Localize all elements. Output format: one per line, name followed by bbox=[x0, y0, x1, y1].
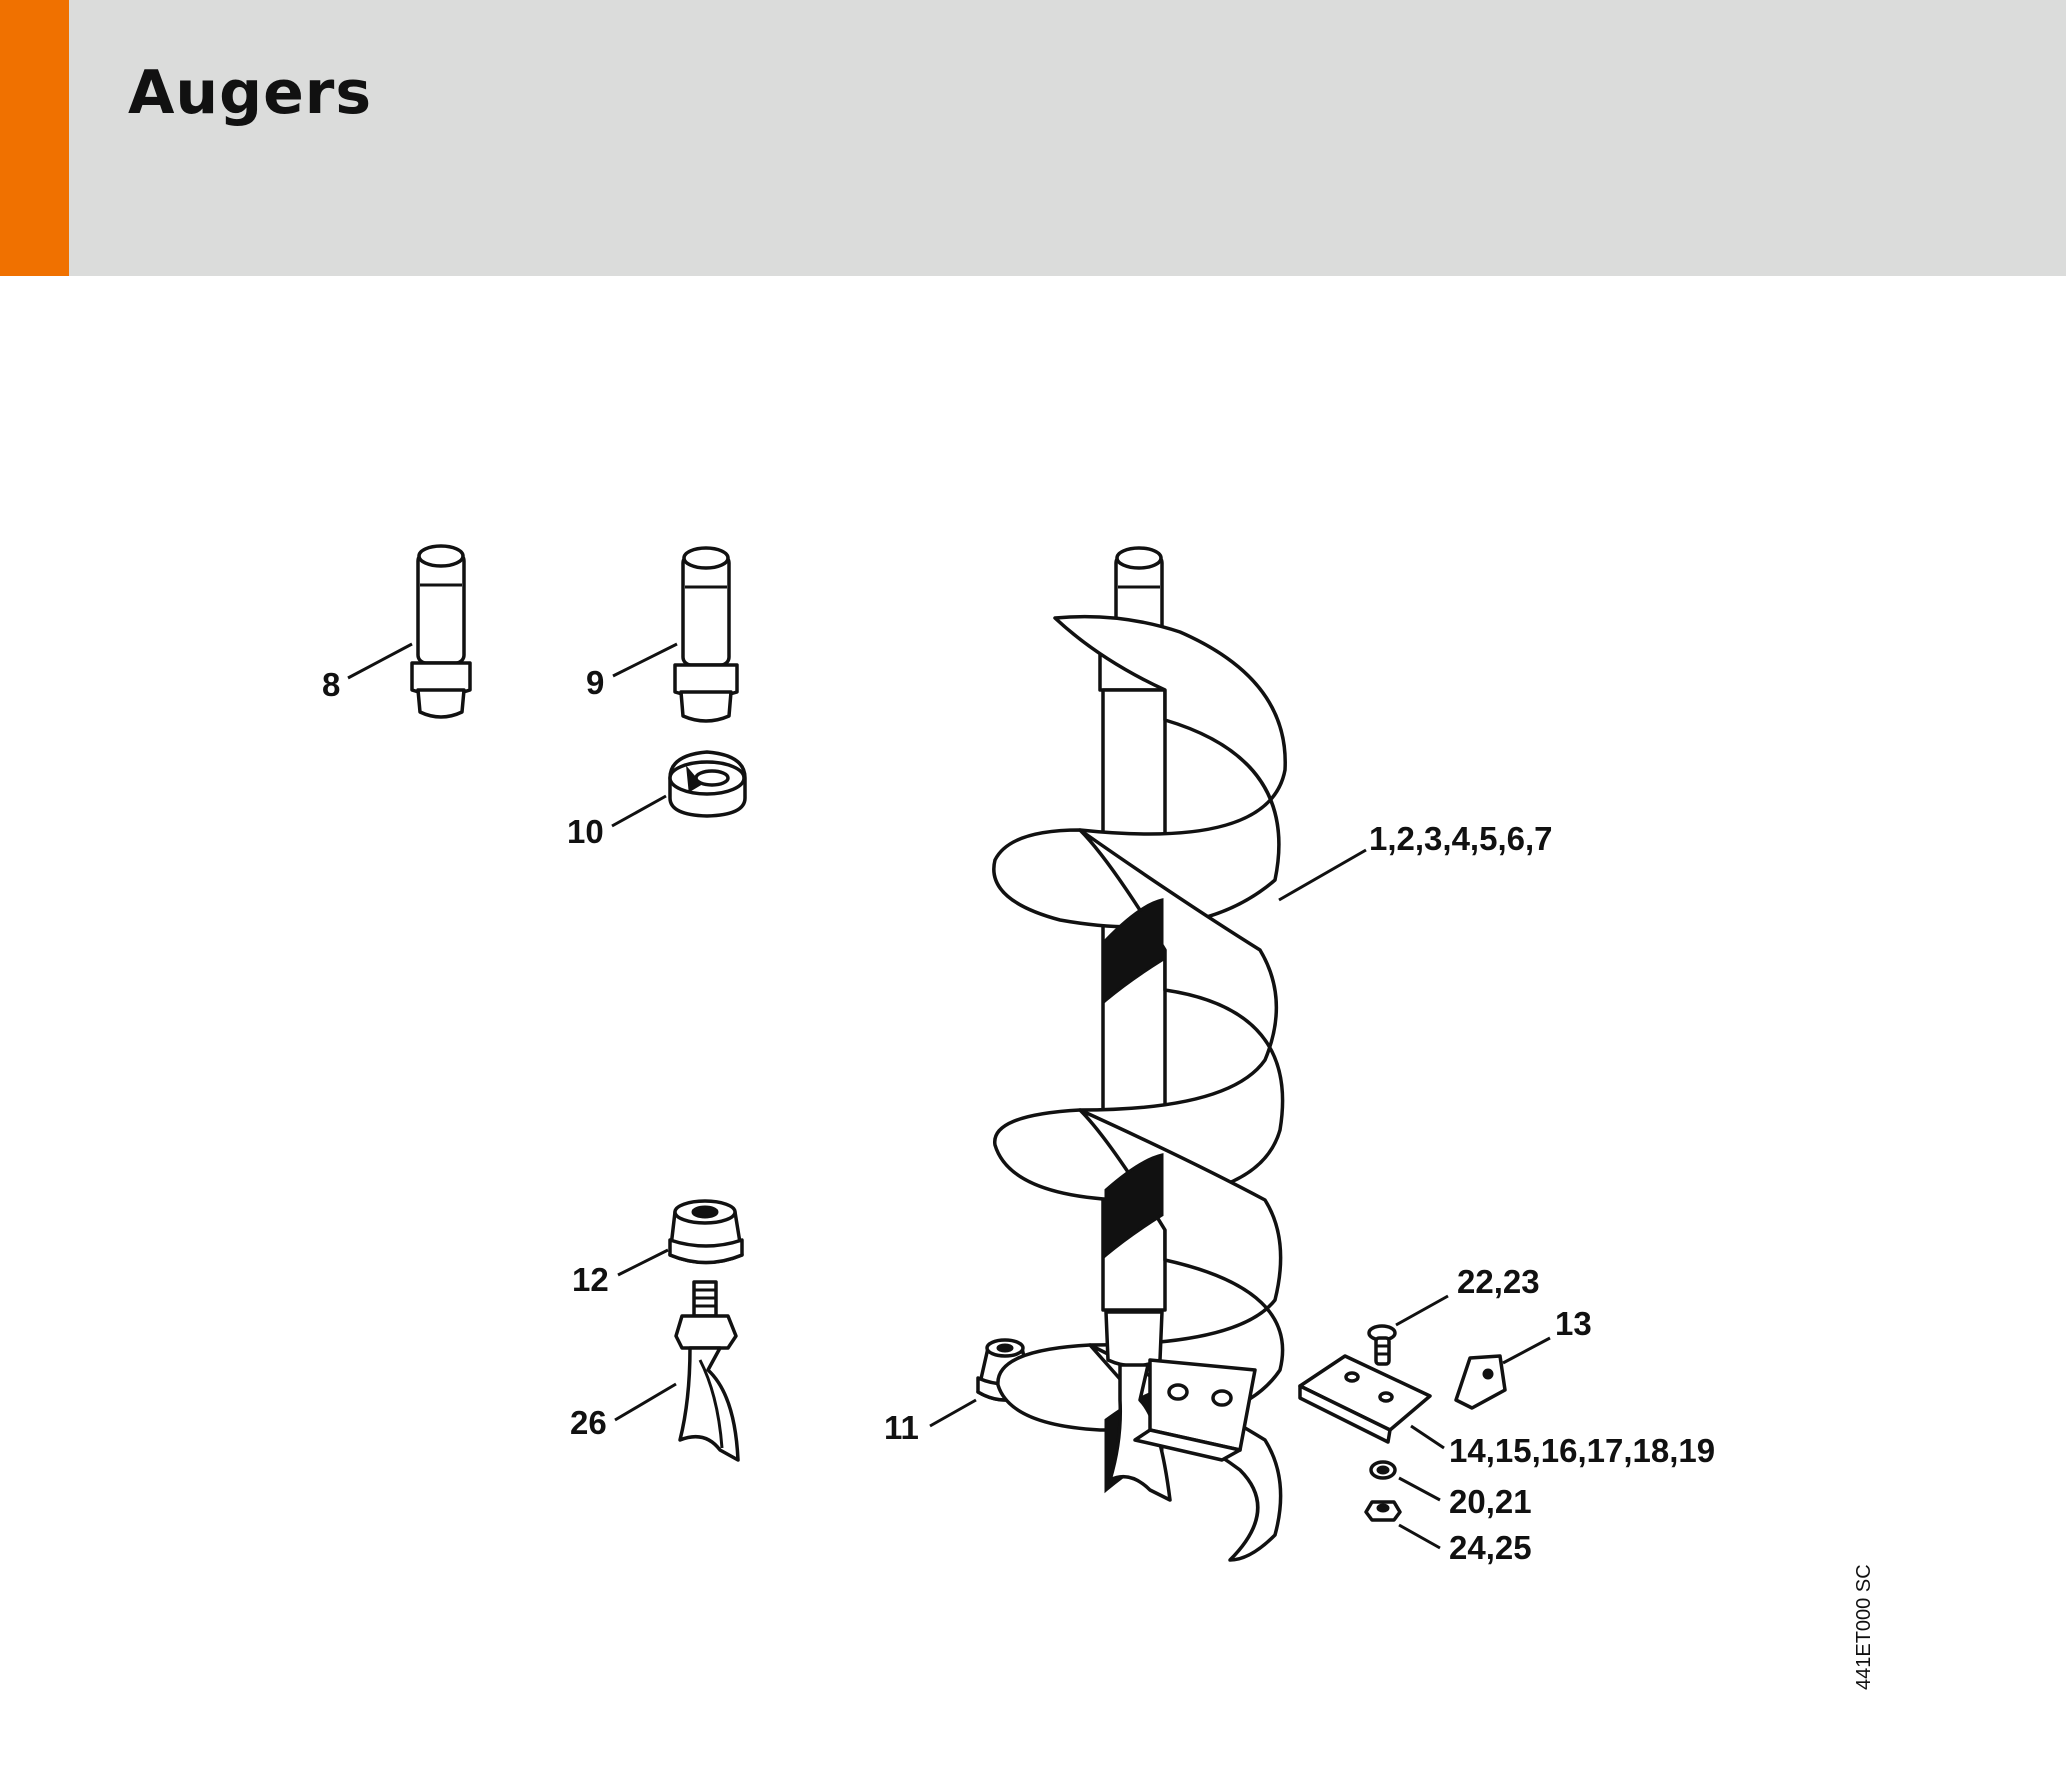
callout-1-7: 1,2,3,4,5,6,7 bbox=[1369, 820, 1552, 857]
callout-12: 12 bbox=[572, 1261, 609, 1298]
part-10-coupling-ring[interactable] bbox=[668, 750, 747, 818]
part-12-nut[interactable] bbox=[668, 1199, 744, 1265]
part-9-adapter-shaft[interactable] bbox=[673, 546, 739, 723]
callout-10: 10 bbox=[567, 813, 604, 850]
callout-24-25: 24,25 bbox=[1449, 1529, 1532, 1566]
part-14-19-cutting-blade[interactable] bbox=[1298, 1354, 1432, 1444]
page-header: Augers bbox=[0, 0, 2066, 276]
callout-14-19: 14,15,16,17,18,19 bbox=[1449, 1432, 1715, 1469]
part-13-cutter-tooth[interactable] bbox=[1454, 1354, 1507, 1410]
part-20-21-washer[interactable] bbox=[1369, 1460, 1397, 1480]
callout-13: 13 bbox=[1555, 1305, 1592, 1342]
callout-22-23: 22,23 bbox=[1457, 1263, 1540, 1300]
part-22-23-screw[interactable] bbox=[1367, 1324, 1397, 1366]
accent-bar bbox=[0, 0, 69, 276]
part-8-adapter-shaft[interactable] bbox=[410, 544, 472, 719]
part-26-pilot-point[interactable] bbox=[674, 1280, 740, 1462]
callout-11: 11 bbox=[884, 1409, 919, 1446]
part-1-7-auger[interactable] bbox=[992, 546, 1287, 1562]
part-24-25-nut[interactable] bbox=[1364, 1500, 1402, 1522]
callout-20-21: 20,21 bbox=[1449, 1483, 1532, 1520]
callout-8: 8 bbox=[322, 666, 340, 703]
callout-26: 26 bbox=[570, 1404, 607, 1441]
callout-9: 9 bbox=[586, 664, 604, 701]
exploded-parts-diagram: 8 9 10 1,2,3,4,5,6,7 12 26 11 22,23 13 1… bbox=[322, 544, 1715, 1566]
leader-lines bbox=[347, 642, 1551, 1550]
page-title: Augers bbox=[128, 58, 373, 128]
reference-code: 441ET000 SC bbox=[1853, 1564, 1875, 1690]
